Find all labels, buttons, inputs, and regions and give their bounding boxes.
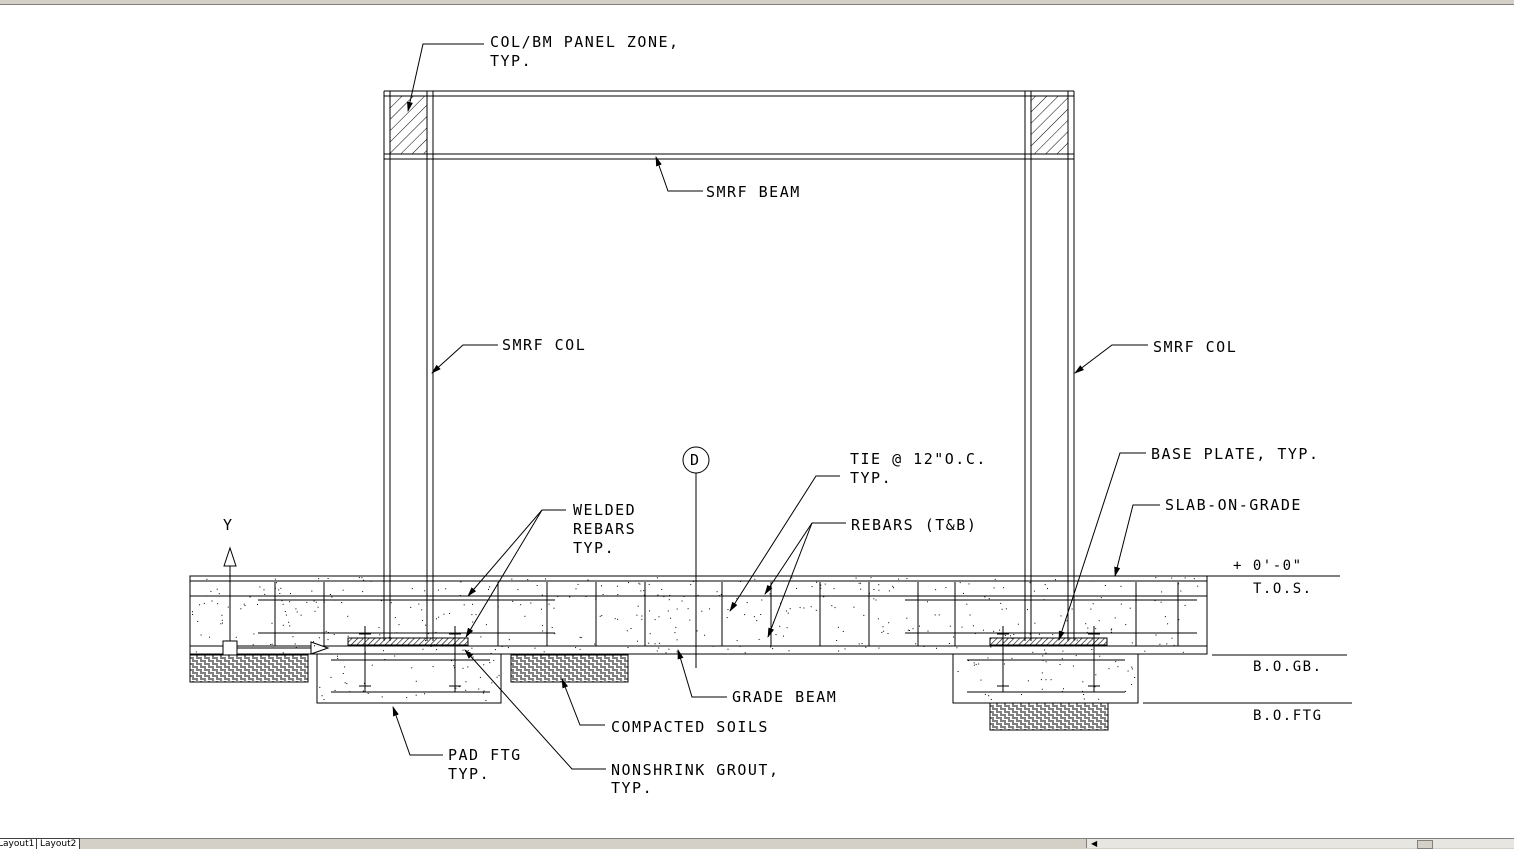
label-welded: WELDED xyxy=(573,501,636,519)
label-pad-ftg: PAD FTG xyxy=(448,746,522,764)
label-smrf-col-right: SMRF COL xyxy=(1153,338,1237,356)
ucs-y-label: Y xyxy=(223,516,234,534)
soil-patch-mid xyxy=(510,654,629,683)
soil-patch-right xyxy=(989,702,1109,731)
pad-footing-left[interactable] xyxy=(316,653,502,704)
label-rebars: REBARS (T&B) xyxy=(851,516,977,534)
smrf-column-left[interactable] xyxy=(383,91,434,641)
label-tie: TIE @ 12"O.C. xyxy=(850,450,987,468)
cad-drawing[interactable]: COL/BM PANEL ZONE, TYP. SMRF BEAM SMRF C… xyxy=(0,4,1514,838)
label-welded-typ: TYP. xyxy=(573,539,615,557)
panel-zone-left xyxy=(389,95,428,155)
base-plate-right[interactable] xyxy=(989,637,1108,646)
pad-footing-right[interactable] xyxy=(952,653,1139,704)
elevation-bogb: B.O.GB. xyxy=(1253,659,1323,675)
leaders xyxy=(392,43,1160,770)
horizontal-scrollbar[interactable]: ◀ xyxy=(1086,839,1514,849)
scroll-left-icon[interactable]: ◀ xyxy=(1091,839,1098,848)
label-smrf-beam: SMRF BEAM xyxy=(706,183,801,201)
label-tie-typ: TYP. xyxy=(850,469,892,487)
label-compacted-soils: COMPACTED SOILS xyxy=(611,718,769,736)
layout-tab-bar xyxy=(0,838,1514,849)
base-plate-left[interactable] xyxy=(347,637,469,646)
label-grout-typ: TYP. xyxy=(611,779,653,797)
label-slab-on-grade: SLAB-ON-GRADE xyxy=(1165,496,1302,514)
label-panel-zone: COL/BM PANEL ZONE, xyxy=(490,33,680,51)
label-nonshrink-grout: NONSHRINK GROUT, xyxy=(611,761,780,779)
ties xyxy=(274,582,1179,646)
label-base-plate: BASE PLATE, TYP. xyxy=(1151,445,1320,463)
elevation-boftg: B.O.FTG xyxy=(1253,708,1323,724)
concrete-speckle xyxy=(192,577,1199,701)
elevation-tos: T.O.S. xyxy=(1253,581,1313,597)
tab-layout2[interactable]: Layout2 xyxy=(36,838,81,849)
ucs-icon xyxy=(222,546,330,656)
label-panel-zone-typ: TYP. xyxy=(490,52,532,70)
label-pad-ftg-typ: TYP. xyxy=(448,765,490,783)
anchor-bolts xyxy=(359,626,1100,692)
tab-layout1[interactable]: Layout1 xyxy=(0,838,39,849)
label-smrf-col-left: SMRF COL xyxy=(502,336,586,354)
panel-zone-right xyxy=(1030,95,1069,155)
grid-bubble-label: D xyxy=(690,451,701,469)
label-welded-rebars: REBARS xyxy=(573,520,636,538)
elevation-value: + 0'-0" xyxy=(1233,558,1303,574)
smrf-column-right[interactable] xyxy=(1024,91,1075,641)
label-grade-beam: GRADE BEAM xyxy=(732,688,837,706)
slab-on-grade[interactable] xyxy=(189,575,1208,655)
soil-patch-left xyxy=(189,654,309,683)
smrf-beam[interactable] xyxy=(384,90,1074,160)
top-toolbar-edge xyxy=(0,0,1514,5)
